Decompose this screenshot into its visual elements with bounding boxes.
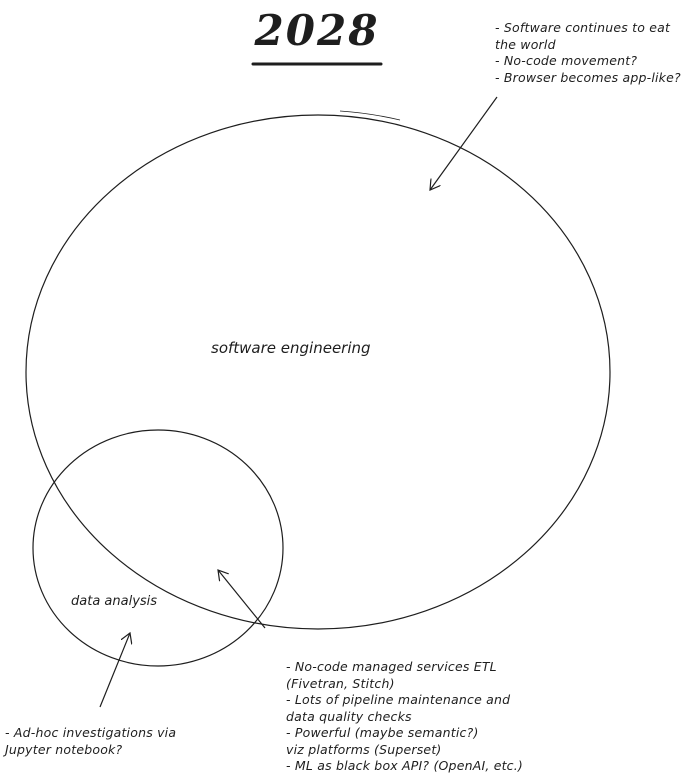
note-line: - ML as black box API? (OpenAI, etc.): [286, 758, 524, 773]
note-line: - Browser becomes app-like?: [495, 69, 681, 85]
software-engineering-label: software engineering: [211, 339, 371, 357]
data-notes-arrow: [99, 633, 130, 708]
note-line: data quality checks: [286, 708, 412, 724]
note-line: - No-code movement?: [495, 53, 638, 68]
note-line: Jupyter notebook?: [5, 741, 123, 757]
software-engineering-circle: [25, 114, 611, 630]
note-line: - Software continues to eat: [495, 20, 671, 35]
data-analysis-circle: [32, 429, 284, 667]
note-line: the world: [495, 36, 556, 52]
note-line: (Fivetran, Stitch): [286, 675, 395, 691]
note-line: - Ad-hoc investigations via: [5, 725, 177, 740]
data-analysis-label: data analysis: [71, 594, 158, 609]
diagram-title: 2028: [254, 6, 380, 55]
note-line: - No-code managed services ETL: [286, 659, 497, 674]
note-line: viz platforms (Superset): [286, 741, 442, 757]
overlap-notes: - No-code managed services ETL (Fivetran…: [286, 659, 523, 775]
overlap-notes-arrow: [218, 570, 266, 629]
software-notes-arrow: [430, 96, 498, 190]
data-notes: - Ad-hoc investigations via Jupyter note…: [5, 725, 176, 758]
note-line: - Powerful (maybe semantic?): [286, 725, 479, 740]
note-line: - Lots of pipeline maintenance and: [286, 692, 511, 707]
software-notes: - Software continues to eat the world - …: [495, 20, 681, 86]
